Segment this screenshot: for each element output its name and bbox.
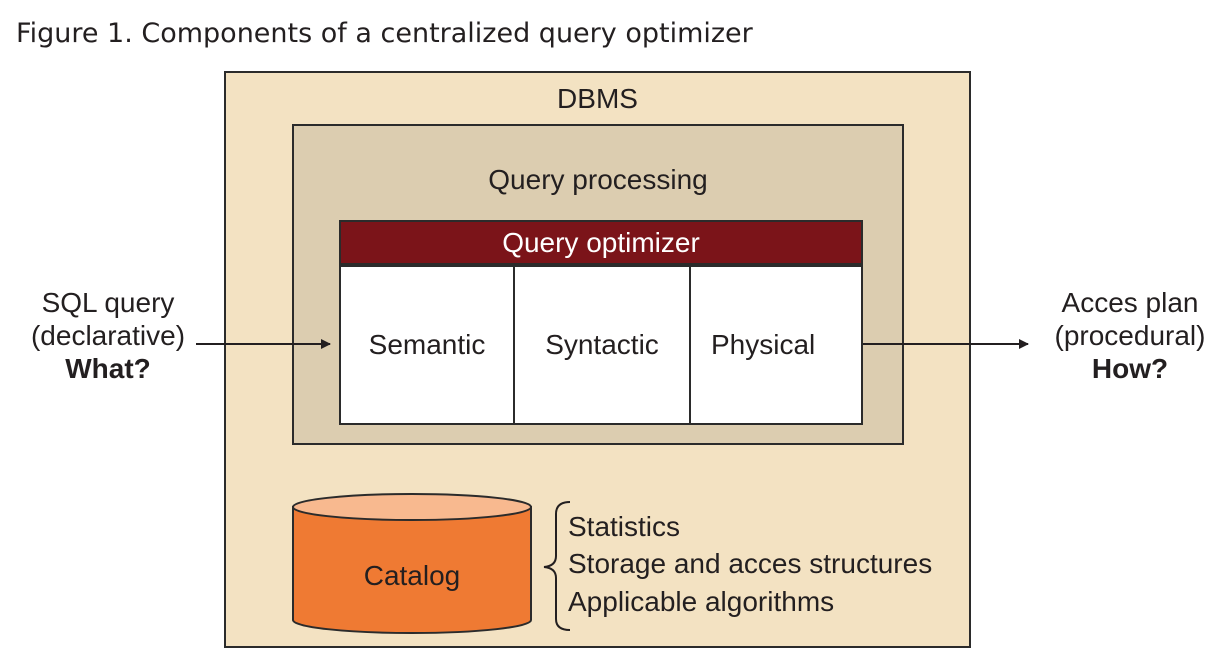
- physical-component: Physical: [689, 265, 863, 425]
- output-subtitle: (procedural): [1054, 320, 1206, 351]
- input-title: SQL query: [41, 287, 175, 318]
- output-block: Acces plan (procedural) How?: [1040, 286, 1220, 385]
- input-block: SQL query (declarative) What?: [8, 286, 208, 385]
- semantic-label: Semantic: [368, 329, 486, 360]
- input-question: What?: [8, 352, 208, 385]
- catalog-cylinder: [292, 493, 532, 634]
- output-title: Acces plan: [1061, 287, 1199, 318]
- semantic-component: Semantic: [339, 265, 515, 425]
- input-subtitle: (declarative): [30, 320, 186, 351]
- physical-label: Physical: [711, 329, 816, 360]
- catalog-item-statistics: Statistics: [568, 511, 681, 542]
- query-processing-label: Query processing: [488, 164, 708, 195]
- query-optimizer-header: Query optimizer: [339, 220, 863, 265]
- catalog-item-storage: Storage and acces structures: [568, 548, 933, 579]
- dbms-label: DBMS: [557, 83, 638, 114]
- output-question-text: How?: [1091, 353, 1169, 384]
- input-question-text: What?: [65, 353, 151, 384]
- output-question: How?: [1040, 352, 1220, 385]
- catalog-brace: [543, 501, 571, 631]
- figure-caption: Figure 1. Components of a centralized qu…: [16, 18, 753, 49]
- catalog-item-algorithms: Applicable algorithms: [568, 586, 835, 617]
- syntactic-component: Syntactic: [513, 265, 691, 425]
- catalog-label: Catalog: [363, 560, 461, 591]
- syntactic-label: Syntactic: [545, 329, 659, 360]
